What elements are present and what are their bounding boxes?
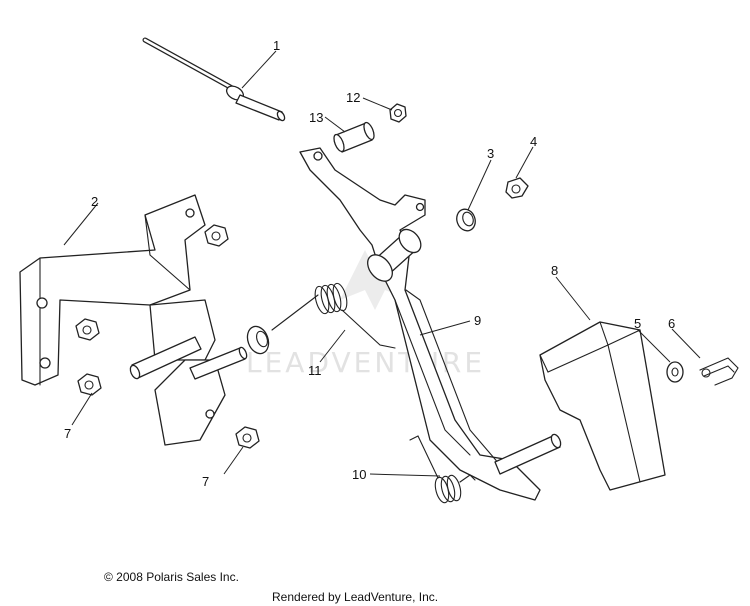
part-2-mounting-bracket xyxy=(19,194,226,446)
part-7-nut-left xyxy=(77,373,102,396)
callout-1: 1 xyxy=(273,38,280,53)
callout-6: 6 xyxy=(668,316,675,331)
callout-9: 9 xyxy=(474,313,481,328)
part-6-hairpin-clip xyxy=(699,357,739,386)
part-7-nut-middle xyxy=(75,318,100,341)
leader-lines xyxy=(63,50,701,477)
part-10-return-spring xyxy=(409,435,476,504)
part-8-pedal-pad xyxy=(539,321,666,491)
watermark: LEADVENTURE xyxy=(246,250,485,379)
watermark-text: LEADVENTURE xyxy=(246,346,485,379)
part-11-torsion-spring xyxy=(271,282,396,349)
callout-11: 11 xyxy=(308,363,322,378)
pivot-shaft xyxy=(129,336,248,380)
callout-3: 3 xyxy=(487,146,494,161)
callout-8: 8 xyxy=(551,263,558,278)
part-4-e-clip xyxy=(505,177,529,199)
copyright-text: © 2008 Polaris Sales Inc. xyxy=(104,570,239,584)
callout-4: 4 xyxy=(530,134,537,149)
callout-5: 5 xyxy=(634,316,641,331)
callout-7-left: 7 xyxy=(64,426,71,441)
part-9-pedal-arm xyxy=(299,147,562,501)
rendered-by-text: Rendered by LeadVenture, Inc. xyxy=(272,590,439,604)
callout-7-right: 7 xyxy=(202,474,209,489)
part-7-nut-lower xyxy=(235,426,260,449)
part-13-pin xyxy=(333,121,375,153)
part-3-bushing xyxy=(456,208,476,232)
part-7-nut-top xyxy=(204,224,229,247)
part-5-washer xyxy=(666,361,684,383)
bushing xyxy=(246,325,270,355)
callout-13: 13 xyxy=(309,110,323,125)
callout-10: 10 xyxy=(352,467,366,482)
part-12-nut xyxy=(389,103,407,123)
part-1-cable-rod xyxy=(142,37,286,122)
callout-labels: 1 2 3 4 5 6 7 7 8 9 10 11 12 13 xyxy=(64,38,675,489)
callout-12: 12 xyxy=(346,90,360,105)
callout-2: 2 xyxy=(91,194,98,209)
